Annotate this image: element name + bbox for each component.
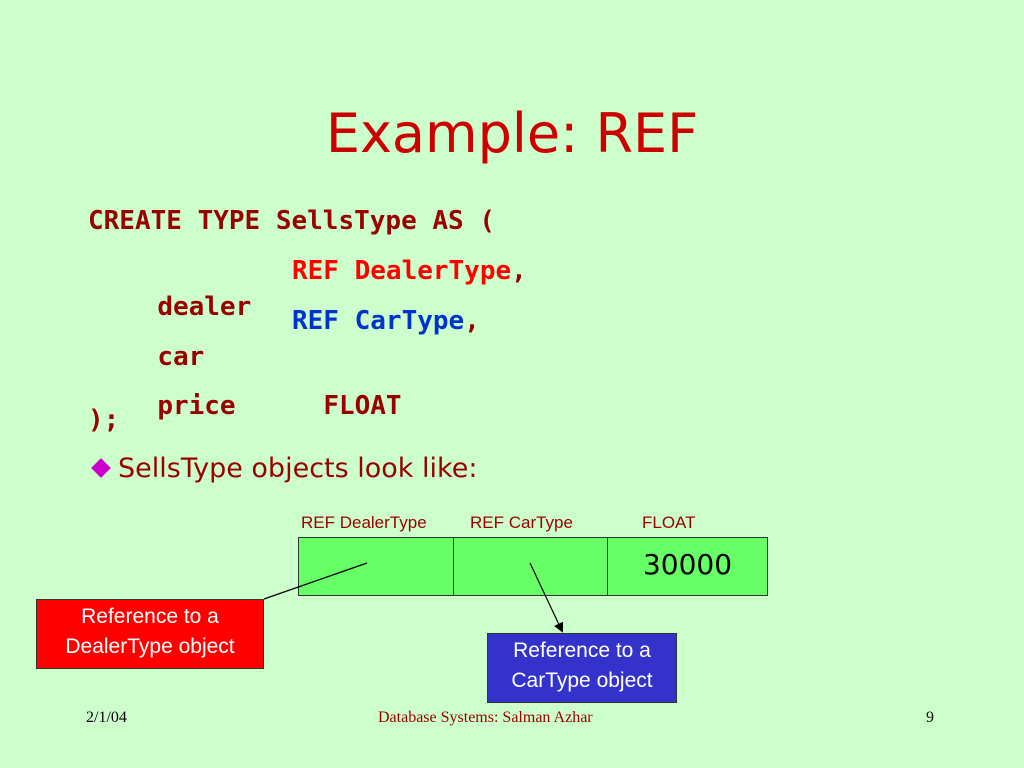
car-reference-arrow: [529, 562, 564, 633]
code-attr-price: price: [157, 391, 236, 421]
code-attr-car: car: [157, 342, 205, 372]
code-comma: ,: [511, 256, 527, 286]
slide-title: Example: REF: [325, 102, 699, 165]
callout-dealertype-reference: Reference to a DealerType object: [36, 599, 264, 669]
footer-date: 2/1/04: [86, 709, 127, 726]
code-line-dealer: dealer: [126, 253, 251, 325]
callout-line: Reference to a: [81, 605, 219, 628]
code-type-dealer: REF DealerType,: [292, 253, 527, 289]
code-line-price: price: [126, 352, 236, 424]
callout-line: CarType object: [511, 669, 653, 692]
cell-divider: [453, 538, 454, 595]
header-ref-dealertype: REF DealerType: [301, 513, 427, 532]
callout-line: DealerType object: [65, 635, 235, 658]
code-type-price: FLOAT: [292, 352, 402, 424]
float-cell-value: 30000: [642, 548, 733, 581]
code-line-create: CREATE TYPE SellsType AS (: [88, 206, 495, 236]
footer-page-number: 9: [926, 709, 934, 726]
code-ref-dealertype: REF DealerType: [292, 256, 512, 286]
bullet-text: SellsType objects look like:: [118, 453, 478, 484]
cell-divider: [607, 538, 608, 595]
callout-cartype-reference: Reference to a CarType object: [487, 633, 677, 703]
code-line-closing: );: [88, 405, 120, 435]
dealer-reference-line: [263, 562, 368, 600]
sellstype-record-box: [298, 537, 768, 596]
header-ref-cartype: REF CarType: [470, 513, 573, 532]
bullet-item: SellsType objects look like:: [88, 449, 477, 489]
code-ref-cartype: REF CarType: [292, 306, 465, 336]
callout-line: Reference to a: [513, 639, 651, 662]
code-comma: ,: [464, 306, 480, 336]
footer-title: Database Systems: Salman Azhar: [378, 709, 593, 726]
code-type-float: FLOAT: [323, 391, 402, 421]
code-line-car: car: [126, 303, 204, 375]
header-float: FLOAT: [642, 513, 696, 532]
code-type-car: REF CarType,: [292, 303, 480, 339]
code-attr-dealer: dealer: [157, 292, 252, 322]
